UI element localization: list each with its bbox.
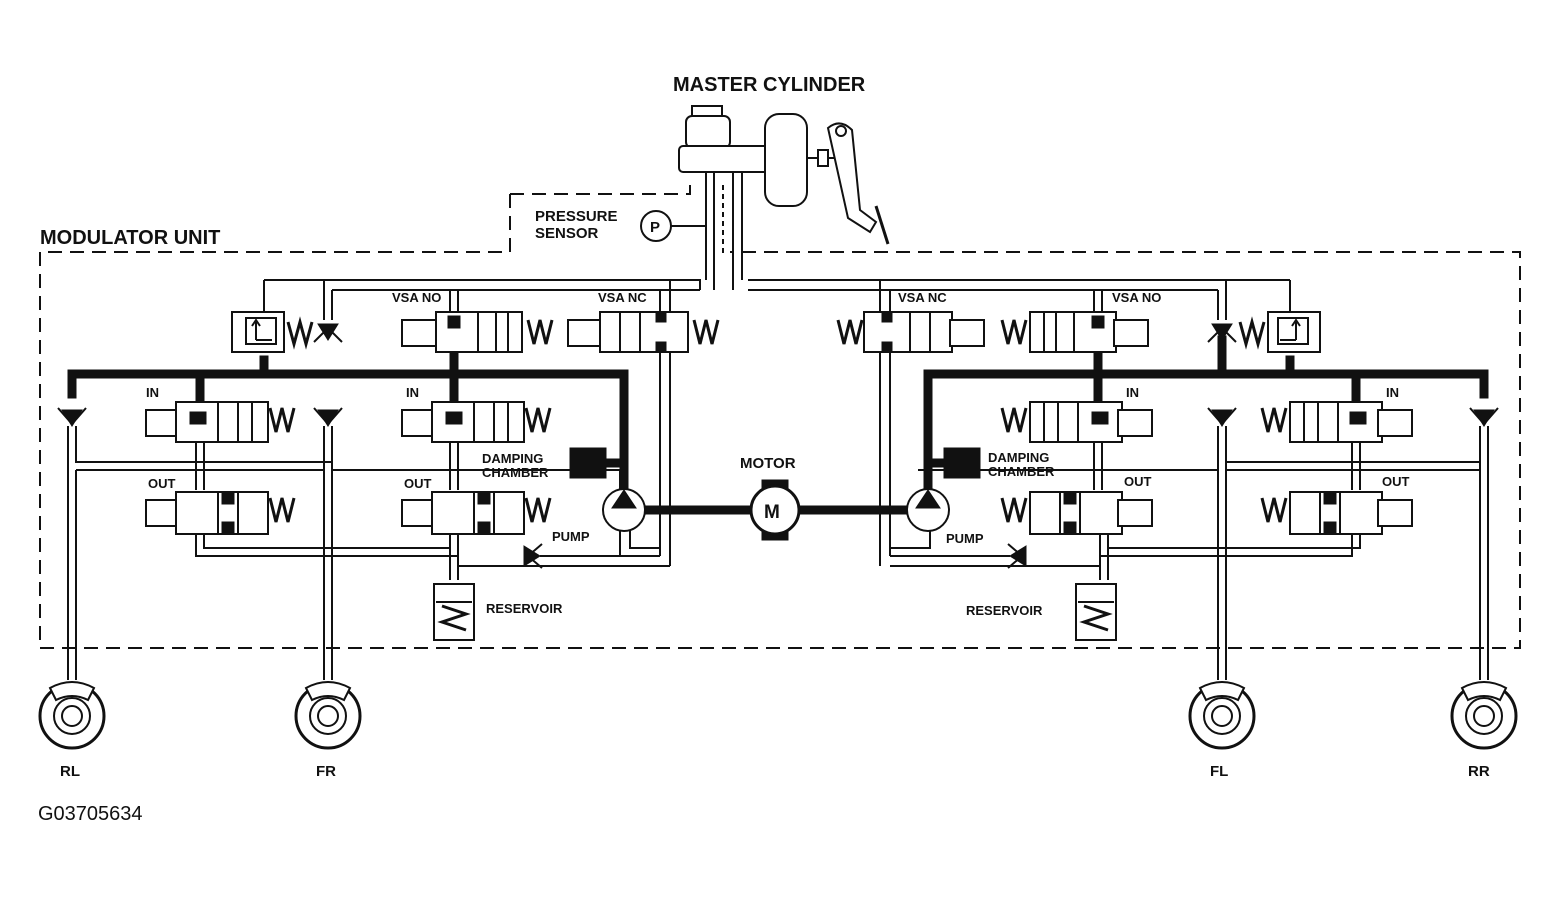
modulator-unit-boundary: MODULATOR UNIT — [39, 185, 1521, 649]
in-label-rr: IN — [1386, 385, 1399, 400]
reservoir-right: RESERVOIR — [966, 583, 1117, 641]
in-valve-fl: IN — [1000, 385, 1153, 443]
damping-chamber-label-right-line1: DAMPING — [988, 450, 1049, 465]
wheel-brake-fl: FL — [1188, 681, 1256, 780]
high-pressure-lines — [67, 335, 1489, 515]
damping-chamber-label-right-line2: CHAMBER — [988, 464, 1055, 479]
damping-chamber-left: DAMPING CHAMBER — [482, 447, 625, 480]
in-label-rl: IN — [146, 385, 159, 400]
valve-left-vsa-nc: VSA NC — [567, 290, 720, 353]
out-valve-rr: OUT — [1260, 474, 1413, 535]
out-label-fr: OUT — [404, 476, 432, 491]
relief-valve-right — [1238, 311, 1321, 353]
modulator-unit-label: MODULATOR UNIT — [40, 227, 220, 249]
reservoir-left: RESERVOIR — [433, 583, 563, 641]
pressure-sensor-label-line1: PRESSURE — [535, 208, 618, 225]
out-valve-fr: OUT — [401, 476, 552, 535]
out-valve-rl: OUT — [145, 476, 296, 535]
in-valve-fr: IN — [401, 385, 552, 443]
reservoir-label-right: RESERVOIR — [966, 603, 1043, 618]
motor-symbol: M — [764, 502, 780, 523]
out-valve-fl: OUT — [1000, 474, 1153, 535]
damping-chamber-label-left-line1: DAMPING — [482, 451, 543, 466]
vsa-nc-label-left: VSA NC — [598, 290, 647, 305]
wheel-label-fr: FR — [316, 763, 336, 780]
wheel-brake-rr: RR — [1450, 681, 1518, 780]
check-valve-fl — [1207, 407, 1237, 427]
vsa-nc-label-right: VSA NC — [898, 290, 947, 305]
check-valve-rl — [57, 407, 87, 427]
pressure-sensor-label-line2: SENSOR — [535, 225, 599, 242]
valve-right-vsa-nc: VSA NC — [836, 290, 985, 353]
pump-left: PUMP — [523, 488, 646, 569]
pump-label-left: PUMP — [552, 529, 590, 544]
in-label-fr: IN — [406, 385, 419, 400]
check-valve-right-top — [1207, 323, 1237, 343]
wheel-label-rl: RL — [60, 763, 80, 780]
pressure-sensor: PRESSURE SENSOR P — [535, 208, 706, 242]
figure-code: G03705634 — [38, 803, 143, 825]
pump-right: PUMP — [906, 488, 1027, 569]
damping-chamber-right: DAMPING CHAMBER — [925, 447, 1055, 479]
check-valve-fr — [313, 407, 343, 427]
in-valve-rr: IN — [1260, 385, 1413, 443]
motor: MOTOR M — [740, 455, 801, 541]
wheel-label-fl: FL — [1210, 763, 1228, 780]
out-label-rl: OUT — [148, 476, 176, 491]
in-valve-rl: IN — [145, 385, 296, 443]
master-cylinder-label: MASTER CYLINDER — [673, 74, 866, 96]
relief-valve-left — [231, 311, 314, 353]
check-valve-rr — [1469, 407, 1499, 427]
pressure-sensor-symbol: P — [650, 219, 660, 236]
wheel-brake-fr: FR — [294, 681, 362, 780]
check-valve-left-top — [313, 323, 343, 343]
master-cylinder: MASTER CYLINDER — [673, 74, 890, 290]
reservoir-label-left: RESERVOIR — [486, 601, 563, 616]
damping-chamber-label-left-line2: CHAMBER — [482, 465, 549, 480]
vsa-no-label-right: VSA NO — [1112, 290, 1161, 305]
motor-label: MOTOR — [740, 455, 796, 472]
vsa-no-label-left: VSA NO — [392, 290, 441, 305]
out-label-fl: OUT — [1124, 474, 1152, 489]
wheel-label-rr: RR — [1468, 763, 1490, 780]
pump-label-right: PUMP — [946, 531, 984, 546]
out-label-rr: OUT — [1382, 474, 1410, 489]
valve-right-vsa-no: VSA NO — [1000, 290, 1161, 353]
valve-left-vsa-no: VSA NO — [392, 290, 554, 353]
wheel-brake-rl: RL — [38, 681, 106, 780]
in-label-fl: IN — [1126, 385, 1139, 400]
